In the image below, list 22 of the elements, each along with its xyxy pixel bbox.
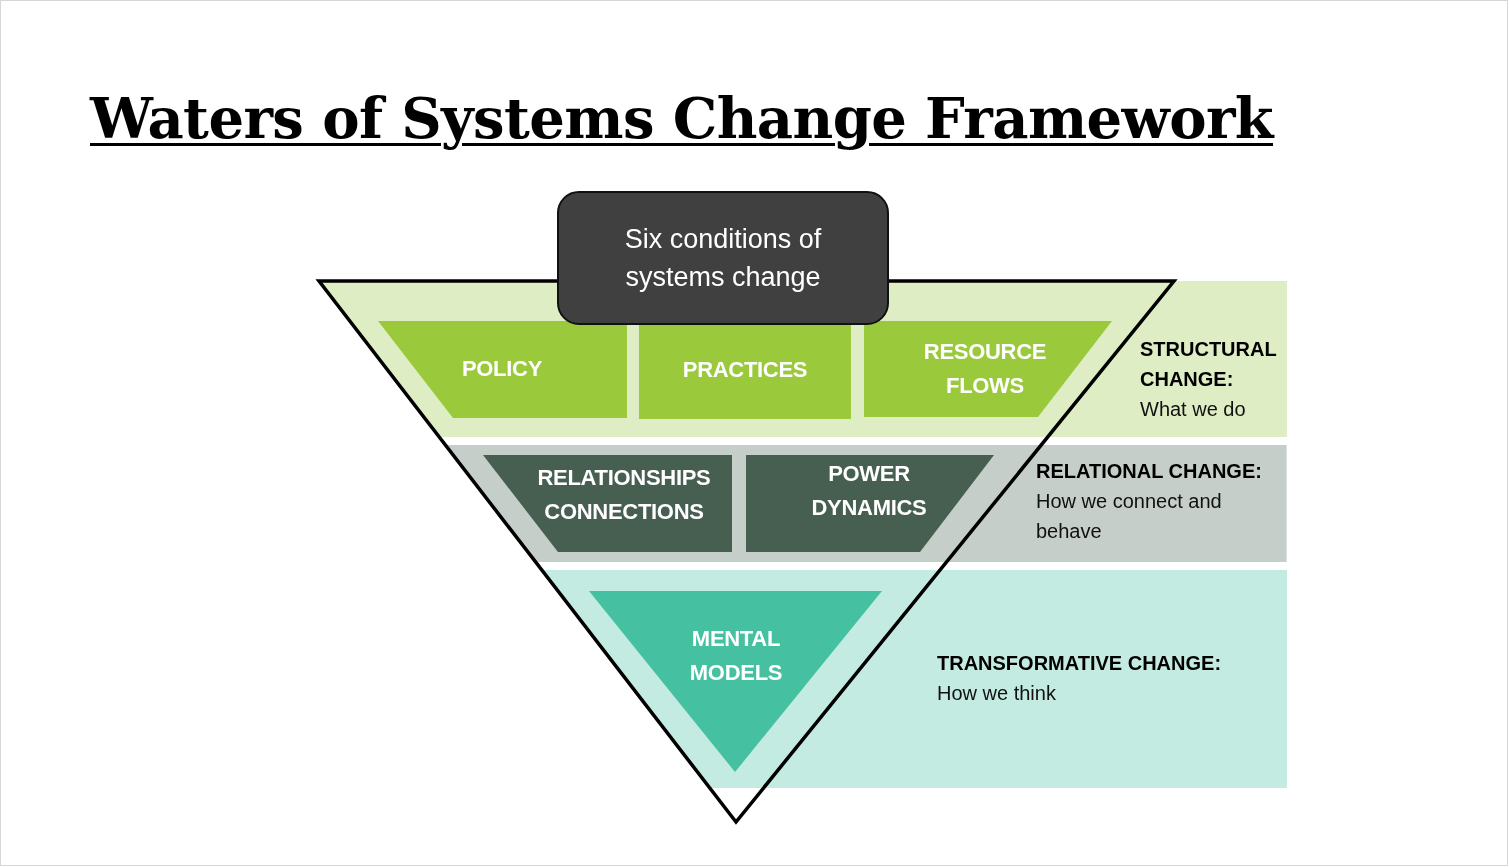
condition-block — [483, 455, 732, 552]
condition-label: POWER DYNAMICS — [810, 460, 928, 522]
heading-panel — [557, 191, 889, 325]
band-heading: STRUCTURAL CHANGE: — [1140, 337, 1278, 392]
slide-title: Waters of Systems Change Framework — [90, 85, 1274, 151]
condition-label: MENTAL MODELS — [688, 625, 784, 687]
band-description: How we connect and behave — [1036, 489, 1223, 544]
condition-label: RELATIONSHIPS CONNECTIONS — [536, 464, 712, 526]
condition-block — [746, 455, 994, 552]
change-band — [445, 445, 1287, 562]
heading-text: Six conditions of systems change — [623, 223, 823, 294]
condition-block — [378, 321, 627, 418]
condition-label: POLICY — [461, 355, 543, 383]
condition-label: RESOURCE FLOWS — [922, 338, 1048, 400]
change-band — [541, 570, 1287, 788]
condition-block — [864, 321, 1112, 417]
band-heading: RELATIONAL CHANGE: — [1036, 459, 1262, 484]
band-description: How we think — [937, 681, 1056, 706]
condition-triangle — [589, 591, 882, 772]
condition-label: PRACTICES — [682, 356, 808, 384]
band-heading: TRANSFORMATIVE CHANGE: — [937, 651, 1222, 676]
band-description: What we do — [1140, 397, 1246, 422]
